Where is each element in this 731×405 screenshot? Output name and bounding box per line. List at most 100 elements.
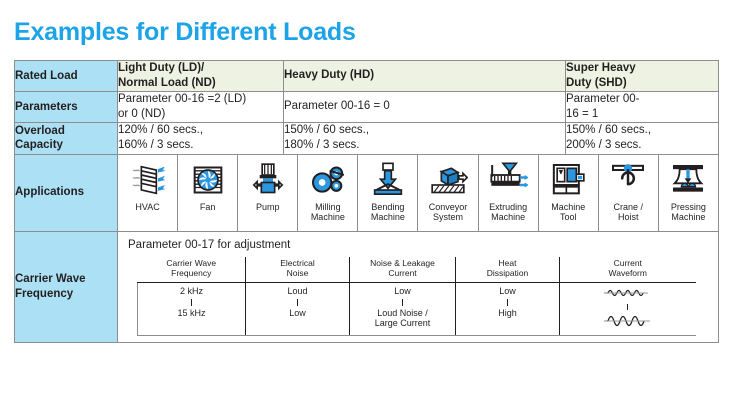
carrier-wave-panel: Parameter 00-17 for adjustment Carrier W… (118, 231, 718, 342)
cw-header-line1: Noise & Leakage (370, 257, 435, 268)
overload-shd-line1: 150% / 60 secs., (566, 124, 652, 137)
cw-value-top: Low (394, 285, 411, 296)
parameters-shd-line1: Parameter 00- (566, 92, 640, 105)
header-super-heavy-duty: Super Heavy Duty (SHD) (565, 60, 719, 92)
row-label-overload-line1: Overload (15, 125, 65, 138)
extruding-machine-icon (488, 158, 529, 202)
pressing-machine-icon (668, 158, 708, 202)
application-caption-line2: System (433, 211, 464, 222)
overload-shd-line2: 200% / 3 secs. (566, 139, 642, 152)
application-caption: Machine (551, 201, 586, 212)
row-label-rated-load: Rated Load (14, 60, 118, 92)
conveyor-system-icon (428, 158, 469, 202)
table-row-carrier-wave-frequency: Carrier Wave Frequency Parameter 00-17 f… (14, 230, 719, 343)
pump-icon (248, 158, 288, 202)
application-caption-line2: Tool (559, 211, 577, 222)
row-label-parameters: Parameters (14, 90, 118, 124)
cw-range-dash (627, 303, 629, 310)
cw-value-bottom: High (498, 307, 517, 318)
table-row-rated-load: Rated Load Light Duty (LD)/ Normal Load … (14, 60, 719, 92)
cw-header-line2: Waveform (608, 268, 647, 279)
row-label-applications: Applications (14, 153, 118, 232)
carrier-wave-cell: Parameter 00-17 for adjustment Carrier W… (117, 230, 719, 343)
overload-shd: 150% / 60 secs., 200% / 3 secs. (565, 122, 719, 155)
waveform-high-amplitude-icon (602, 311, 654, 334)
overload-hd: 150% / 60 secs., 180% / 3 secs. (283, 122, 566, 155)
cw-value-bottom-line2: Large Current (374, 318, 431, 329)
application-caption-line2: Machine (310, 211, 345, 222)
application-caption-line2: Machine (491, 211, 526, 222)
cw-value-top: Low (499, 285, 516, 296)
cw-header-line1: Electrical (280, 257, 315, 268)
application-caption-line2: Machine (370, 211, 405, 222)
parameters-shd: Parameter 00- 16 = 1 (565, 90, 719, 124)
parameters-hd-line1: Parameter 00-16 = 0 (284, 100, 390, 113)
bending-machine-icon (368, 158, 408, 202)
parameters-shd-line2: 16 = 1 (566, 108, 599, 121)
cw-range-dash (402, 298, 403, 306)
application-caption: Crane / (613, 201, 644, 212)
parameters-ld-nd: Parameter 00-16 =2 (LD) or 0 (ND) (117, 90, 284, 124)
application-caption-line2: Machine (671, 211, 706, 222)
header-heavy-duty: Heavy Duty (HD) (283, 60, 566, 92)
cw-value-cell (559, 281, 696, 337)
page-title: Examples for Different Loads (14, 18, 356, 46)
header-ld-line1: Light Duty (LD)/ (118, 62, 205, 74)
milling-machine-icon (308, 158, 348, 202)
parameters-ld-line1: Parameter 00-16 =2 (LD) (118, 92, 247, 105)
header-hd-line1: Heavy Duty (HD) (284, 69, 375, 82)
hvac-icon (128, 158, 168, 202)
overload-ld-nd: 120% / 60 secs., 160% / 3 secs. (117, 122, 284, 155)
application-caption: Pump (255, 201, 280, 212)
cw-header-line2: Current (388, 268, 417, 279)
cw-header-line2: Frequency (171, 268, 212, 279)
fan-icon (188, 158, 228, 202)
cw-header-line2: Noise (286, 268, 309, 279)
cw-value-bottom: 15 kHz (177, 307, 206, 318)
table-row-parameters: Parameters Parameter 00-16 =2 (LD) or 0 … (14, 90, 719, 124)
row-label-overload-capacity: Overload Capacity (14, 122, 118, 155)
application-caption-line2: Hoist (618, 211, 639, 222)
header-shd-line1: Super Heavy (566, 62, 636, 74)
overload-hd-line2: 180% / 3 secs. (284, 139, 360, 152)
application-caption: Pressing (670, 201, 706, 212)
cw-header-line2: Dissipation (486, 268, 529, 279)
application-caption: Bending (371, 201, 405, 212)
application-item-pump: Pump (238, 154, 299, 231)
header-ld-line2: Normal Load (ND) (118, 76, 216, 89)
overload-ld-line2: 160% / 3 secs. (118, 139, 194, 152)
header-shd-line2: Duty (SHD) (566, 76, 627, 89)
row-label-cw-line2: Frequency (15, 287, 74, 300)
cw-value-bottom-line1: Loud Noise / (377, 307, 428, 318)
carrier-wave-note: Parameter 00-17 for adjustment (128, 238, 291, 251)
cw-header-line1: Carrier Wave (166, 257, 217, 268)
cw-header-line1: Current (613, 257, 642, 268)
crane-hoist-icon (608, 158, 648, 202)
header-light-normal-duty: Light Duty (LD)/ Normal Load (ND) (117, 60, 284, 92)
row-label-overload-line2: Capacity (15, 139, 63, 152)
machine-tool-icon (548, 158, 588, 202)
table-row-overload-capacity: Overload Capacity 120% / 60 secs., 160% … (14, 122, 719, 155)
cw-range-dash (297, 298, 298, 306)
waveform-low-amplitude-icon (602, 286, 654, 303)
application-item-fan: Fan (178, 154, 239, 231)
